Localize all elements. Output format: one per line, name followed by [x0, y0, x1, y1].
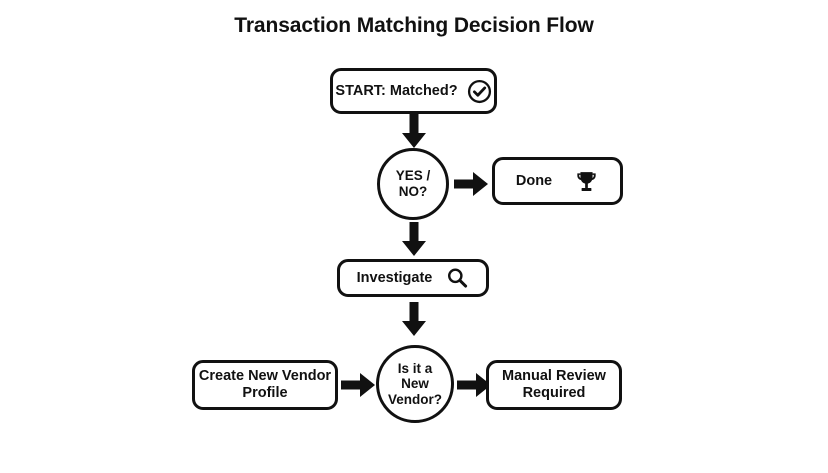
node-is-new-vendor-label: Is it a New Vendor? — [387, 360, 442, 407]
check-circle-icon — [467, 79, 492, 104]
node-done[interactable]: Done — [492, 157, 623, 205]
magnifier-icon — [445, 266, 469, 290]
node-create-new-vendor-profile[interactable]: Create New Vendor Profile — [192, 360, 338, 410]
node-investigate[interactable]: Investigate — [337, 259, 489, 297]
edge-investigate-to-newvendor — [400, 302, 428, 338]
node-create-new-vendor-profile-label: Create New Vendor Profile — [198, 368, 332, 401]
node-start[interactable]: START: Matched? — [330, 68, 497, 114]
node-manual-review-required[interactable]: Manual Review Required — [486, 360, 622, 410]
node-yes-no-label: YES / NO? — [395, 168, 431, 199]
node-yes-no-decision[interactable]: YES / NO? — [377, 148, 449, 220]
node-is-new-vendor-decision[interactable]: Is it a New Vendor? — [376, 345, 454, 423]
node-start-label: START: Matched? — [335, 82, 458, 99]
edge-yesno-to-investigate — [400, 222, 428, 258]
edge-yesno-to-done — [454, 170, 490, 198]
edge-newvendor-to-manualreview — [457, 371, 493, 399]
edge-start-to-yesno — [400, 114, 428, 150]
trophy-icon — [574, 169, 599, 194]
node-investigate-label: Investigate — [356, 269, 433, 286]
node-done-label: Done — [515, 172, 553, 189]
edge-createvendor-to-newvendor — [341, 371, 377, 399]
page-title: Transaction Matching Decision Flow — [234, 14, 594, 37]
node-manual-review-required-label: Manual Review Required — [502, 368, 606, 401]
